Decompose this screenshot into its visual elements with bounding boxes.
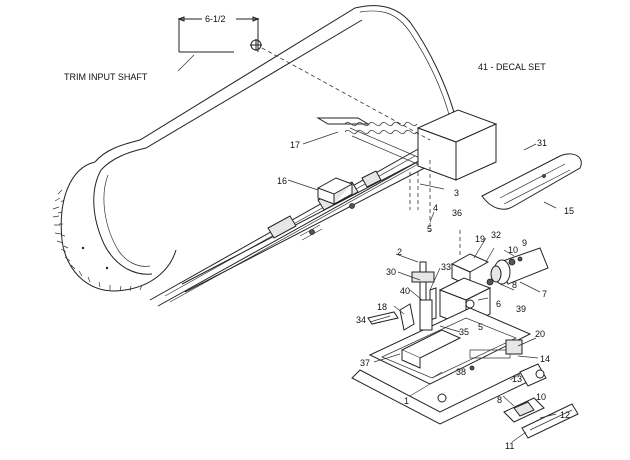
callout-10: 10 [508,245,518,255]
callout-19: 19 [475,234,485,244]
callout-7: 7 [542,289,547,299]
callout-31: 31 [537,138,547,148]
dimension-callout: 6-1/2 [177,14,262,53]
decal-plate [481,153,582,210]
callout-32: 32 [491,230,501,240]
callout-13: 13 [512,374,522,384]
callout-33: 33 [441,262,451,272]
decal-set-caption: 41 - DECAL SET [478,62,546,72]
dimension-label: 6-1/2 [205,14,226,24]
motor [486,247,549,286]
callout-10b: 10 [536,392,546,402]
leader-lines [287,131,557,443]
callout-11: 11 [505,441,514,451]
callout-36: 36 [452,208,462,218]
roller-hood [52,5,457,307]
callout-34: 34 [356,315,366,325]
callout-15: 15 [564,206,574,216]
gear-housing [416,109,498,181]
callout-2: 2 [397,247,402,257]
callout-17: 17 [290,140,300,150]
leader-line [177,54,195,72]
callout-labels: 1 2 3 4 5 5 6 7 8 8 9 10 10 11 12 13 14 … [277,138,574,451]
callout-39: 39 [516,304,526,314]
callout-38: 38 [456,367,466,377]
callout-8: 8 [512,280,517,290]
callout-20: 20 [535,329,545,339]
callout-35: 35 [459,327,469,337]
projection-lines [261,47,461,258]
callout-12: 12 [560,410,570,420]
callout-37: 37 [360,358,370,368]
callout-30: 30 [386,267,396,277]
drive-coupler [503,397,579,439]
callout-9: 9 [522,238,527,248]
callout-6: 6 [496,299,501,309]
callout-40: 40 [400,286,410,296]
base-frame [351,299,547,425]
bracket-block [316,177,354,205]
callout-8b: 8 [497,395,502,405]
trim-input-shaft-caption: TRIM INPUT SHAFT [64,72,148,82]
callout-1: 1 [404,396,409,406]
callout-16: 16 [277,176,287,186]
spring [316,117,423,167]
callout-14: 14 [540,354,550,364]
callout-18: 18 [377,302,387,312]
callout-5b: 5 [478,322,483,332]
callout-3: 3 [454,188,459,198]
callout-5: 5 [427,224,432,234]
callout-4: 4 [433,203,438,213]
